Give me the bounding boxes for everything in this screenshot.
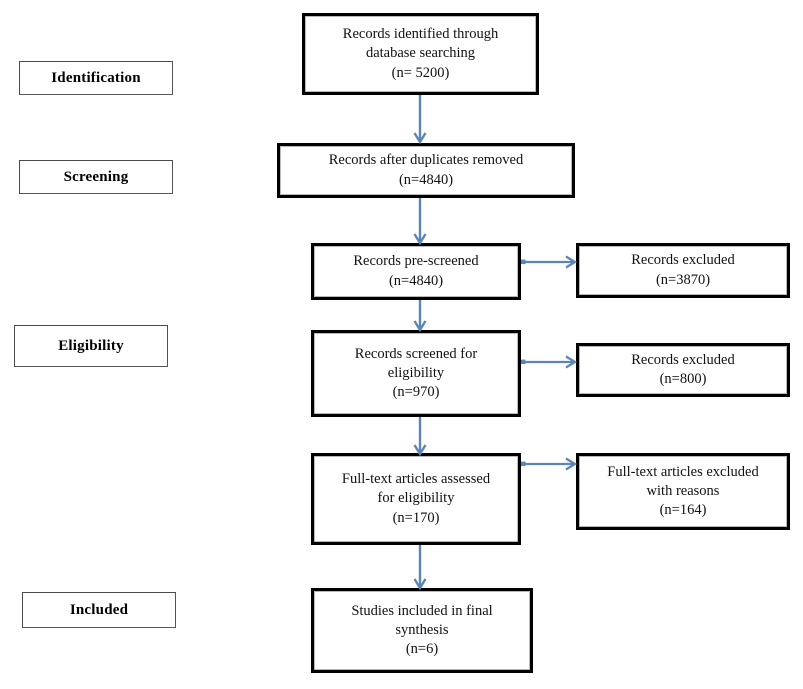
arrow-pre-screened-to-excluded-1 — [521, 254, 579, 270]
arrow-screened-eligibility-to-excluded-2 — [521, 354, 579, 370]
arrow-fulltext-assessed-to-fulltext-excluded — [521, 456, 579, 472]
arrow-duplicates-to-pre-screened — [413, 198, 427, 246]
arrow-fulltext-assessed-to-included-final — [413, 545, 427, 591]
box-text: Records excluded (n=3870) — [631, 252, 735, 288]
stage-label-included: Included — [22, 592, 176, 628]
stage-label-screening: Screening — [19, 160, 173, 194]
box-text: Records identified through database sear… — [342, 26, 499, 81]
box-records-excluded-2: Records excluded (n=800) — [576, 343, 790, 397]
arrow-pre-screened-to-screened-eligibility — [413, 300, 427, 333]
box-text: Full-text articles excluded with reasons… — [607, 463, 759, 519]
box-text: Records pre-screened (n=4840) — [353, 253, 479, 289]
stage-label-identification: Identification — [19, 61, 173, 95]
stage-label-text: Identification — [51, 69, 141, 86]
box-records-screened-for-eligibility: Records screened for eligibility (n=970) — [311, 330, 521, 417]
stage-label-eligibility: Eligibility — [14, 325, 168, 367]
stage-label-text: Eligibility — [58, 337, 124, 354]
box-text: Full-text articles assessed for eligibil… — [341, 471, 491, 526]
box-records-after-duplicates-removed: Records after duplicates removed (n=4840… — [277, 143, 575, 198]
box-records-pre-screened: Records pre-screened (n=4840) — [311, 243, 521, 300]
arrow-screened-eligibility-to-fulltext-assessed — [413, 417, 427, 457]
stage-label-text: Included — [69, 601, 129, 618]
box-text: Records excluded (n=800) — [631, 351, 735, 387]
arrow-identified-to-duplicates — [413, 95, 427, 145]
box-fulltext-articles-assessed: Full-text articles assessed for eligibil… — [311, 453, 521, 545]
box-text: Records after duplicates removed (n=4840… — [328, 152, 524, 188]
box-text: Records screened for eligibility (n=970) — [354, 345, 478, 401]
box-studies-included-final-synthesis: Studies included in final synthesis (n=6… — [311, 588, 533, 673]
box-fulltext-articles-excluded: Full-text articles excluded with reasons… — [576, 453, 790, 530]
box-records-identified: Records identified through database sear… — [302, 13, 539, 95]
box-text: Studies included in final synthesis (n=6… — [351, 602, 493, 658]
stage-label-text: Screening — [63, 168, 129, 185]
box-records-excluded-1: Records excluded (n=3870) — [576, 243, 790, 298]
